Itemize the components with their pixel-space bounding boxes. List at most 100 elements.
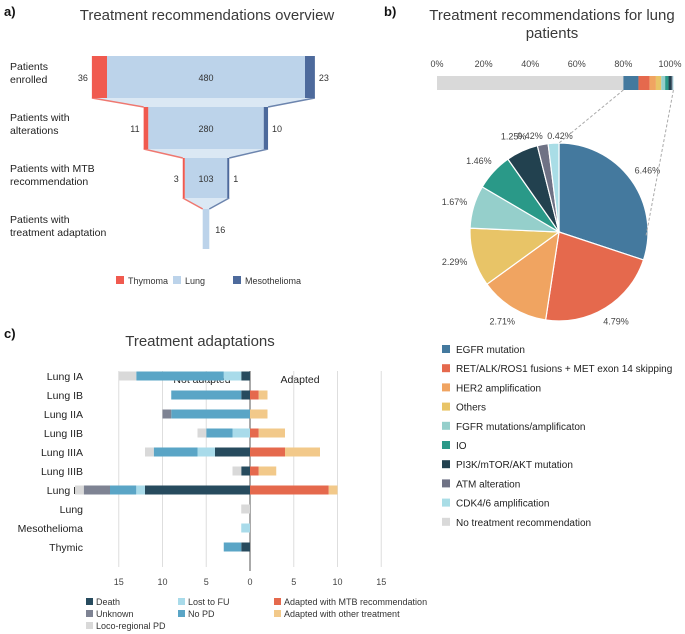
bar-segment-adapted-with-other-treatment bbox=[328, 485, 338, 495]
funnel-value-thymoma: 11 bbox=[130, 124, 139, 134]
bar-segment-death bbox=[145, 485, 250, 495]
funnel-value-mesothelioma: 10 bbox=[272, 124, 282, 134]
bar-segment-loco-regional-pd bbox=[241, 504, 250, 514]
stacked-bar-segment bbox=[672, 76, 674, 90]
pie-legend-swatch bbox=[442, 479, 450, 488]
funnel-connector-edge-mesothelioma bbox=[229, 148, 269, 159]
funnel-bar-lung bbox=[148, 107, 264, 149]
bar-segment-no-pd bbox=[110, 485, 137, 495]
bar-legend-swatch bbox=[86, 610, 93, 617]
bar-segment-no-pd bbox=[171, 390, 242, 400]
funnel-legend-swatch bbox=[233, 276, 241, 284]
bar-segment-adapted-with-mtb-recommendation bbox=[250, 390, 259, 400]
bar-legend-label: Adapted with MTB recommendation bbox=[284, 597, 427, 607]
bar-legend-swatch bbox=[274, 610, 281, 617]
x-tick-label: 0 bbox=[247, 577, 252, 587]
category-label: Lung bbox=[60, 504, 84, 516]
stacked-bar-tick: 20% bbox=[475, 59, 493, 69]
stacked-bar-segment bbox=[638, 76, 650, 90]
bar-segment-adapted-with-other-treatment bbox=[258, 466, 277, 476]
pie-legend-swatch bbox=[442, 402, 450, 411]
funnel-stage-label-line: treatment adaptation bbox=[10, 227, 106, 239]
pie-legend-label: PI3K/mTOR/AKT mutation bbox=[456, 460, 573, 471]
x-tick-label: 10 bbox=[157, 577, 167, 587]
stacked-bar-segment bbox=[655, 76, 662, 90]
bar-legend-label: Loco-regional PD bbox=[96, 621, 166, 631]
bar-segment-no-pd bbox=[153, 447, 198, 457]
bar-legend-label: Unknown bbox=[96, 609, 134, 619]
pie-chart: Treatment recommendations for lung patie… bbox=[429, 7, 681, 529]
bar-segment-adapted-with-other-treatment bbox=[250, 409, 268, 419]
bar-segment-loco-regional-pd bbox=[118, 371, 137, 381]
stacked-bar-segment bbox=[649, 76, 656, 90]
bar-segment-adapted-with-other-treatment bbox=[285, 447, 320, 457]
category-label: Lung IV bbox=[47, 485, 83, 497]
funnel-chart: Treatment recommendations overview 48036… bbox=[10, 7, 334, 286]
bar-segment-death bbox=[241, 371, 250, 381]
bar-legend-swatch bbox=[178, 598, 185, 605]
pie-slice bbox=[547, 142, 560, 233]
funnel-bar-mesothelioma bbox=[227, 158, 230, 198]
bar-legend-swatch bbox=[86, 598, 93, 605]
funnel-value-thymoma: 3 bbox=[174, 174, 179, 184]
x-tick-label: 10 bbox=[332, 577, 342, 587]
bar-segment-lost-to-fu bbox=[136, 485, 145, 495]
funnel-bar-lung bbox=[107, 56, 305, 98]
stacked-bar-segment bbox=[437, 76, 624, 90]
bar-legend-swatch bbox=[86, 622, 93, 629]
bar-segment-lost-to-fu bbox=[223, 371, 242, 381]
pie-slice bbox=[558, 142, 649, 261]
pie-legend-swatch bbox=[442, 345, 450, 353]
bar-segment-no-pd bbox=[136, 371, 224, 381]
pie-legend-label: IO bbox=[456, 441, 467, 452]
bar-to-pie-connector bbox=[645, 89, 674, 237]
x-tick-label: 5 bbox=[204, 577, 209, 587]
pie-legend-label: No treatment recommendation bbox=[456, 518, 591, 529]
bar-segment-loco-regional-pd bbox=[75, 485, 84, 495]
stacked-bar-tick: 40% bbox=[521, 59, 539, 69]
bar-segment-no-pd bbox=[223, 542, 242, 552]
bar-to-pie-connector bbox=[558, 89, 624, 144]
bar-segment-unknown bbox=[83, 485, 110, 495]
funnel-connector-edge-thymoma bbox=[182, 197, 204, 210]
funnel-stage-label-line: recommendation bbox=[10, 176, 88, 188]
pie-slice-label: 2.71% bbox=[490, 317, 516, 327]
funnel-legend-label: Mesothelioma bbox=[245, 276, 301, 286]
bar-legend-swatch bbox=[274, 598, 281, 605]
pie-slice-label: 6.46% bbox=[635, 166, 661, 176]
funnel-value-lung: 103 bbox=[198, 174, 213, 184]
bar-legend-swatch bbox=[178, 610, 185, 617]
pie-legend-swatch bbox=[442, 364, 450, 373]
funnel-title: Treatment recommendations overview bbox=[80, 7, 335, 24]
bar-segment-adapted-with-mtb-recommendation bbox=[250, 447, 285, 457]
bar-legend-label: Adapted with other treatment bbox=[284, 609, 400, 619]
category-label: Mesothelioma bbox=[18, 523, 84, 535]
pie-slice-label: 1.67% bbox=[442, 197, 468, 207]
pie-legend-label: CDK4/6 amplification bbox=[456, 499, 549, 510]
bar-segment-lost-to-fu bbox=[241, 523, 250, 533]
bar-segment-adapted-with-other-treatment bbox=[258, 390, 268, 400]
panel-label-a: a) bbox=[4, 4, 16, 19]
bar-segment-adapted-with-mtb-recommendation bbox=[250, 466, 259, 476]
category-label: Lung IB bbox=[47, 390, 83, 402]
panel-label-b: b) bbox=[384, 4, 396, 19]
pie-slice-label: 2.29% bbox=[442, 257, 468, 267]
funnel-connector-edge-mesothelioma bbox=[208, 197, 230, 210]
pie-slice-label: 1.46% bbox=[466, 156, 492, 166]
funnel-stage-label-line: Patients bbox=[10, 61, 48, 73]
bar-segment-death bbox=[215, 447, 250, 457]
funnel-bar-mesothelioma bbox=[305, 56, 315, 98]
stacked-bar-tick: 60% bbox=[568, 59, 586, 69]
x-tick-label: 5 bbox=[291, 577, 296, 587]
funnel-bar-thymoma bbox=[91, 56, 107, 98]
bar-segment-adapted-with-other-treatment bbox=[258, 428, 285, 438]
pie-slice-label: 0.42% bbox=[547, 131, 573, 141]
pie-slice bbox=[486, 230, 560, 321]
stacked-bar-segment bbox=[671, 76, 673, 90]
funnel-bar-thymoma bbox=[182, 158, 185, 198]
stacked-bar-tick: 80% bbox=[614, 59, 632, 69]
